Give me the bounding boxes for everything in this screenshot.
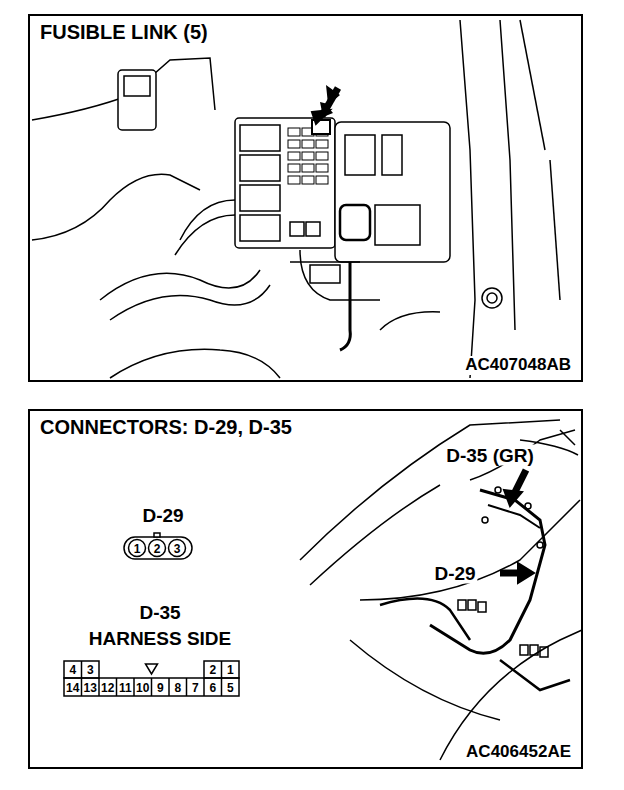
pin-number: 4 bbox=[69, 664, 76, 676]
connector-face bbox=[64, 661, 239, 696]
connector-name: D-35 bbox=[139, 603, 180, 622]
pin-number: 9 bbox=[157, 682, 164, 694]
panel-frame: FUSIBLE LINK (5) AC407048AB bbox=[28, 14, 583, 382]
figure-code: AC406452AE bbox=[464, 743, 573, 762]
pin-number: 5 bbox=[227, 682, 234, 694]
pointer-arrow bbox=[312, 110, 330, 124]
pin-number: 14 bbox=[66, 682, 79, 694]
pin-number: 10 bbox=[136, 682, 149, 694]
figure-code: AC407048AB bbox=[463, 356, 573, 375]
connector-name: D-35 (GR) bbox=[444, 445, 536, 466]
pin-number: 3 bbox=[174, 543, 181, 555]
pin-number: 7 bbox=[192, 682, 199, 694]
view-note: HARNESS SIDE bbox=[89, 629, 232, 648]
pin-number: 12 bbox=[101, 682, 114, 694]
panel-title: CONNECTORS: D-29, D-35 bbox=[38, 416, 294, 438]
pin-number: 6 bbox=[209, 682, 216, 694]
connector-name: D-29 bbox=[142, 506, 183, 525]
vehicle-drawing bbox=[300, 420, 582, 760]
pin-number: 13 bbox=[84, 682, 97, 694]
pin-number: 1 bbox=[134, 543, 141, 555]
engine-bay-drawing bbox=[32, 20, 560, 378]
pin-number: 3 bbox=[87, 664, 94, 676]
pin-number: 1 bbox=[227, 664, 234, 676]
pin-number: 8 bbox=[174, 682, 181, 694]
pointer-arrow bbox=[504, 490, 522, 506]
pin-number: 11 bbox=[119, 682, 132, 694]
pointer-arrow bbox=[518, 563, 534, 583]
connector-face bbox=[124, 533, 192, 559]
pin-number: 2 bbox=[209, 664, 216, 676]
connector-name: D-29 bbox=[432, 563, 477, 584]
panel-title: FUSIBLE LINK (5) bbox=[38, 21, 210, 43]
pin-number: 2 bbox=[154, 543, 161, 555]
